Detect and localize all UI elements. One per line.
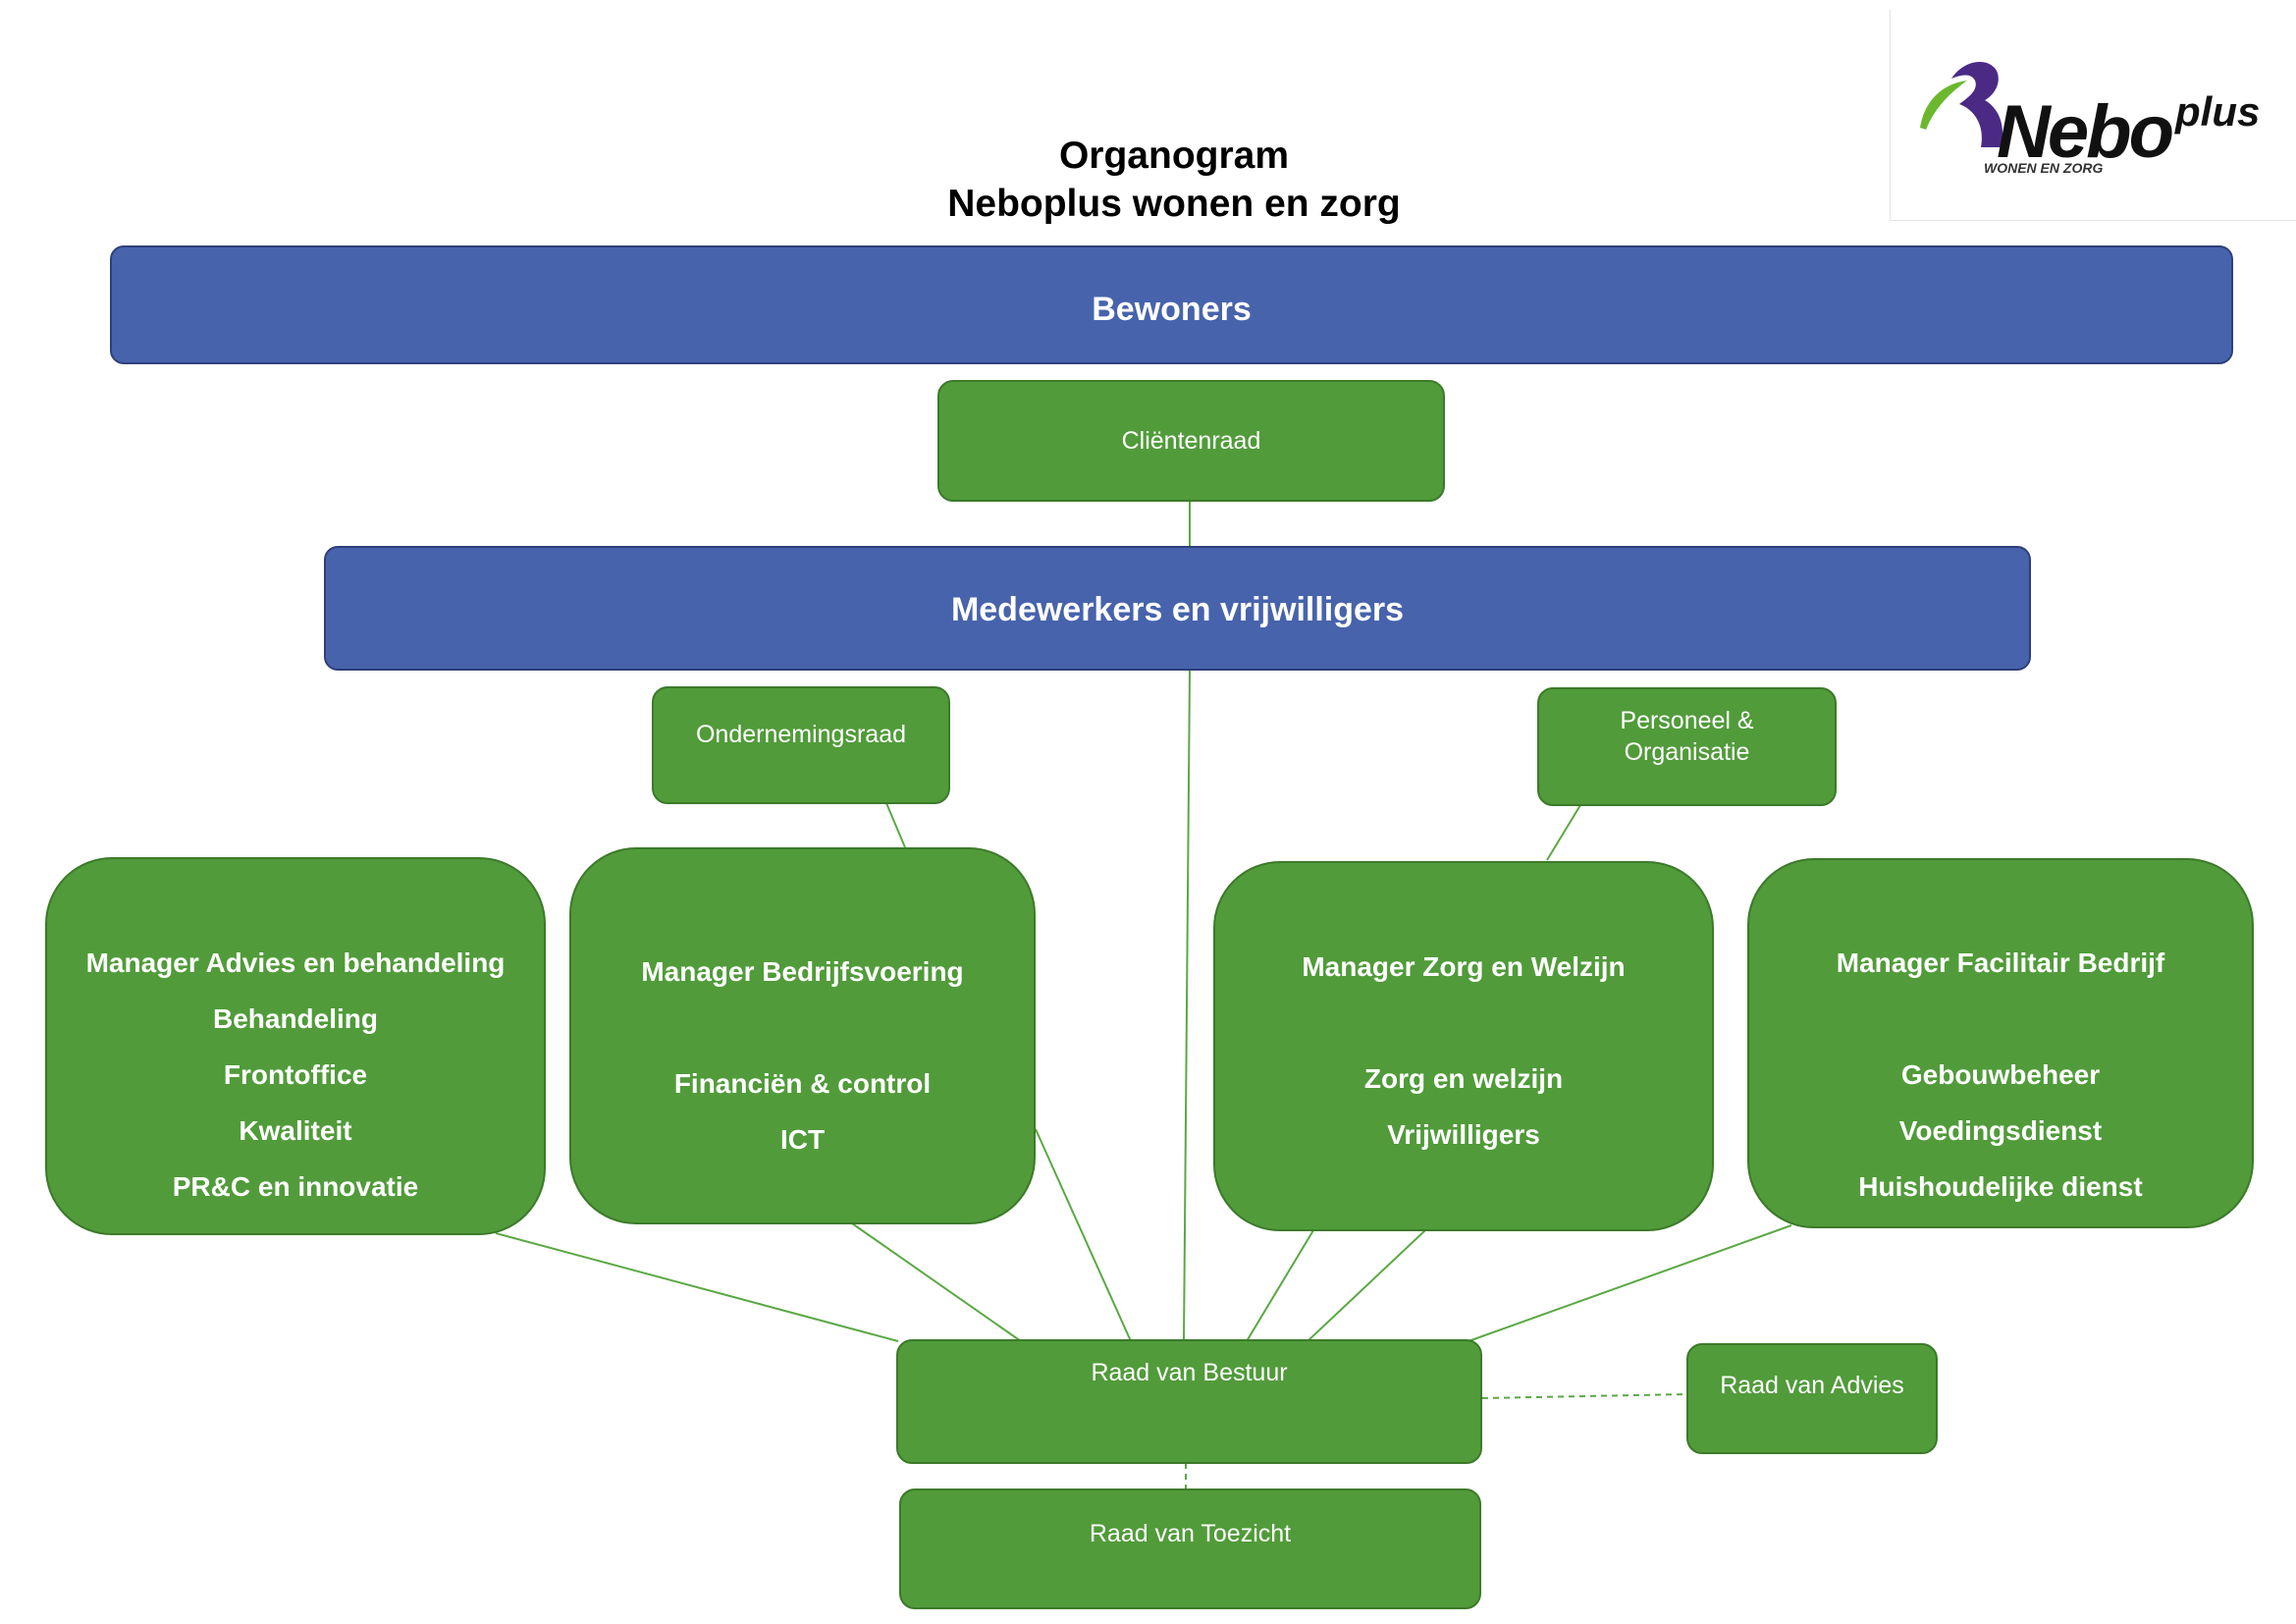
link-facilitair-bestuur [1468,1224,1792,1342]
ondernemingsraad-label: Ondernemingsraad [695,721,906,748]
manager-advies-item: Frontoffice [223,1059,368,1090]
medewerkers-label: Medewerkers en vrijwilligers [950,591,1405,628]
clientenraad-label: Cliëntenraad [1121,426,1261,455]
svg-text:Nebo: Nebo [1997,90,2172,174]
manager-advies-title: Manager Advies en behandeling [85,947,506,978]
personeel-label-line1: Personeel & [1620,706,1754,734]
neboplus-logo: Nebo plus WONEN EN ZORG [1890,10,2296,221]
manager-facilitair-box: Manager Facilitair Bedrijf Gebouwbeheer … [1747,858,2254,1228]
manager-zorg-box: Manager Zorg en Welzijn Zorg en welzijn … [1213,861,1714,1231]
manager-zorg-title: Manager Zorg en Welzijn [1302,951,1626,982]
link-ondernemingsraad-bedrijfsvoering [885,802,906,848]
manager-facilitair-title: Manager Facilitair Bedrijf [1836,947,2165,978]
personeel-organisatie-box: Personeel & Organisatie [1537,687,1837,806]
manager-facilitair-item: Huishoudelijke dienst [1858,1171,2143,1202]
manager-bedrijfsvoering-item: ICT [779,1124,826,1155]
personeel-label-line2: Organisatie [1624,737,1750,766]
clientenraad-box: Cliëntenraad [937,380,1445,502]
manager-facilitair-item: Voedingsdienst [1898,1115,2103,1146]
manager-bedrijfsvoering-item: Financiën & control [673,1068,932,1099]
bewoners-box: Bewoners [110,245,2233,364]
link-advies-bestuur [495,1232,899,1342]
link-zorg-bestuur-2 [1307,1229,1426,1342]
manager-advies-item: Behandeling [212,1003,378,1034]
bewoners-label: Bewoners [1092,291,1252,328]
raad-van-advies-label: Raad van Advies [1720,1372,1904,1399]
link-bedrijfsvoering-bestuur-1 [851,1222,1022,1342]
manager-advies-item: PR&C en innovatie [172,1171,419,1202]
manager-zorg-item: Zorg en welzijn [1363,1063,1564,1094]
manager-advies-box: Manager Advies en behandeling Behandelin… [45,857,546,1235]
svg-text:WONEN EN ZORG: WONEN EN ZORG [1984,160,2103,176]
manager-bedrijfsvoering-box: Manager Bedrijfsvoering Financiën & cont… [569,847,1036,1224]
link-bedrijfsvoering-bestuur-2 [1035,1128,1132,1342]
raad-van-bestuur-box: Raad van Bestuur [896,1339,1482,1464]
logo-purple-figure [1951,61,2003,147]
logo-green-leaf [1920,81,1967,130]
link-zorg-bestuur-1 [1246,1229,1314,1342]
raad-van-advies-box: Raad van Advies [1686,1343,1938,1454]
svg-text:plus: plus [2174,88,2260,135]
link-personeel-zorg [1546,804,1581,861]
raad-van-toezicht-label: Raad van Toezicht [1089,1520,1292,1547]
manager-bedrijfsvoering-title: Manager Bedrijfsvoering [641,956,964,987]
ondernemingsraad-box: Ondernemingsraad [652,686,950,804]
manager-zorg-item: Vrijwilligers [1387,1119,1540,1150]
page-title-line2: Neboplus wonen en zorg [947,183,1401,225]
link-medewerkers-bestuur [1183,670,1191,1342]
manager-facilitair-item: Gebouwbeheer [1900,1059,2101,1090]
manager-advies-item: Kwaliteit [239,1115,352,1146]
medewerkers-box: Medewerkers en vrijwilligers [324,546,2031,671]
page-title-line1: Organogram [1058,135,1290,177]
raad-van-bestuur-label: Raad van Bestuur [1091,1359,1288,1386]
link-bestuur-advies [1481,1393,1687,1399]
raad-van-toezicht-box: Raad van Toezicht [899,1489,1481,1609]
